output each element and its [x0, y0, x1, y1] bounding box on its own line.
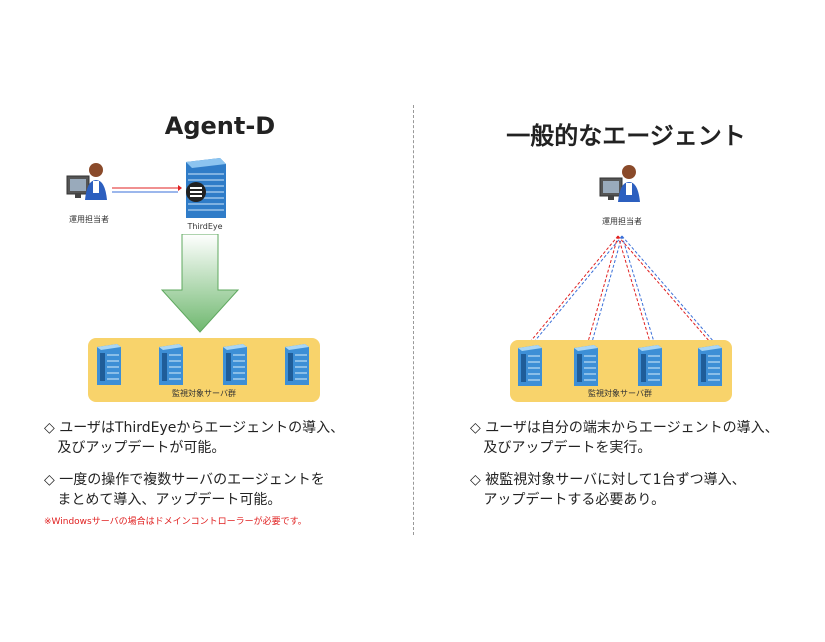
operator-icon: [63, 160, 113, 210]
left-bullet-2: ◇ 一度の操作で複数サーバのエージェントを まとめて導入、アップデート可能。: [44, 472, 325, 508]
right-server-group: [510, 340, 732, 402]
left-servers: [95, 343, 315, 387]
operator-label-right: 運用担当者: [602, 217, 642, 226]
deploy-arrow: [160, 233, 240, 334]
footnote: ※Windowsサーバの場合はドメインコントローラーが必要です。: [44, 517, 307, 527]
right-bullet-2: ◇ 被監視対象サーバに対して1台ずつ導入、 アップデートする必要あり。: [470, 472, 746, 508]
right-servers: [516, 344, 728, 388]
left-bullet-1: ◇ ユーザはThirdEyeからエージェントの導入、 及びアップデートが可能。: [44, 420, 345, 456]
center-divider: [413, 105, 414, 535]
thirdeye-server-icon: [180, 158, 230, 220]
left-group-label: 監視対象サーバ群: [172, 389, 236, 398]
operator-to-server-arrow: [112, 180, 182, 193]
operator-icon-right: [596, 162, 646, 212]
operator-label: 運用担当者: [69, 215, 109, 224]
left-server-group: [88, 338, 320, 402]
server-label: ThirdEye: [187, 222, 223, 231]
fanout-lines: [500, 230, 740, 350]
right-group-label: 監視対象サーバ群: [588, 389, 652, 398]
left-title: Agent-D: [164, 112, 276, 140]
right-title: 一般的なエージェント: [506, 122, 746, 150]
right-bullet-1: ◇ ユーザは自分の端末からエージェントの導入、 及びアップデートを実行。: [470, 420, 779, 456]
